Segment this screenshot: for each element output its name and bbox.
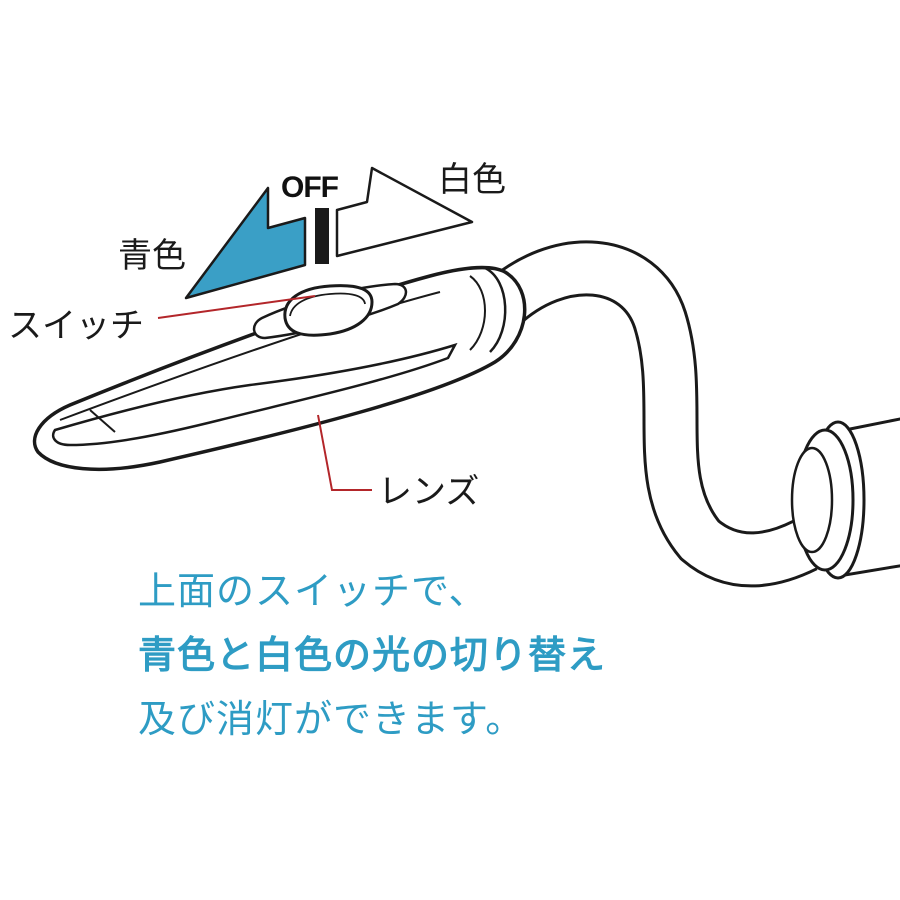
base-clamp — [790, 417, 900, 580]
white-position-arrow — [335, 166, 474, 258]
caption-line-1: 上面のスイッチで、 — [138, 569, 488, 613]
white-color-label: 白色 — [438, 160, 506, 200]
switch-leader-line — [157, 295, 316, 319]
off-position-bar — [315, 208, 329, 264]
off-label: OFF — [281, 171, 339, 204]
caption-line-3: 及び消灯ができます。 — [138, 697, 525, 741]
caption-line-2: 青色と白色の光の切り替え — [138, 633, 607, 677]
lens-label: レンズ — [378, 472, 480, 512]
leader-lines — [157, 295, 372, 491]
lens-panel — [51, 342, 458, 447]
blue-position-wedge — [184, 186, 307, 300]
switch-label: スイッチ — [8, 306, 144, 346]
gooseneck-arm — [480, 240, 818, 588]
blue-color-label: 青色 — [118, 236, 186, 276]
lens-leader-line — [317, 414, 372, 491]
switch-position-indicator — [184, 166, 474, 300]
